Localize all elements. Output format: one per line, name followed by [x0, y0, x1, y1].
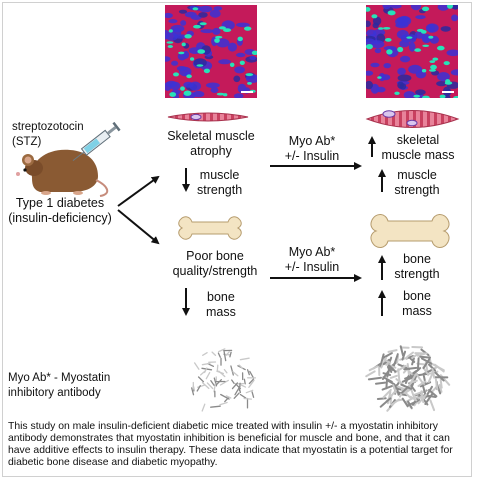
bone-icon: [178, 216, 242, 240]
poor-bone-label: Poor bone quality/strength: [172, 249, 258, 278]
trabecular-bone-icon: [365, 345, 451, 412]
myo-ab-definition: Myo Ab* - Myostatin inhibitory antibody: [8, 372, 111, 399]
bone-icon: [370, 214, 450, 248]
trabecular-bone-icon: [191, 348, 257, 412]
muscle-strength-down-label: muscle strength: [197, 168, 243, 197]
treatment-label-muscle: Myo Ab* +/- Insulin: [284, 134, 340, 163]
muscle-histology-image-treated: [366, 5, 458, 98]
bone-mass-up-label: bone mass: [402, 289, 432, 318]
right-arrow-icon: [117, 209, 160, 245]
right-arrow-icon: [117, 175, 160, 207]
muscle-mass-up-label: skeletal muscle mass: [381, 133, 455, 162]
bone-mass-down-label: bone mass: [206, 290, 236, 319]
muscle-histology-image-diabetic: [165, 5, 257, 98]
muscle-fiber-icon: [167, 112, 249, 122]
stz-label: streptozotocin (STZ): [12, 121, 84, 148]
syringe-icon: [72, 121, 121, 162]
mouse-icon: [16, 149, 109, 197]
figure-frame: [2, 2, 472, 477]
muscle-atrophy-label: Skeletal muscle atrophy: [167, 129, 255, 158]
muscle-fiber-icon: [365, 110, 460, 128]
treatment-label-bone: Myo Ab* +/- Insulin: [284, 245, 340, 274]
muscle-strength-up-label: muscle strength: [394, 168, 440, 197]
bone-strength-up-label: bone strength: [394, 252, 440, 281]
summary-text: This study on male insulin-deficient dia…: [8, 421, 453, 468]
diabetes-label: Type 1 diabetes (insulin-deficiency): [8, 196, 112, 225]
